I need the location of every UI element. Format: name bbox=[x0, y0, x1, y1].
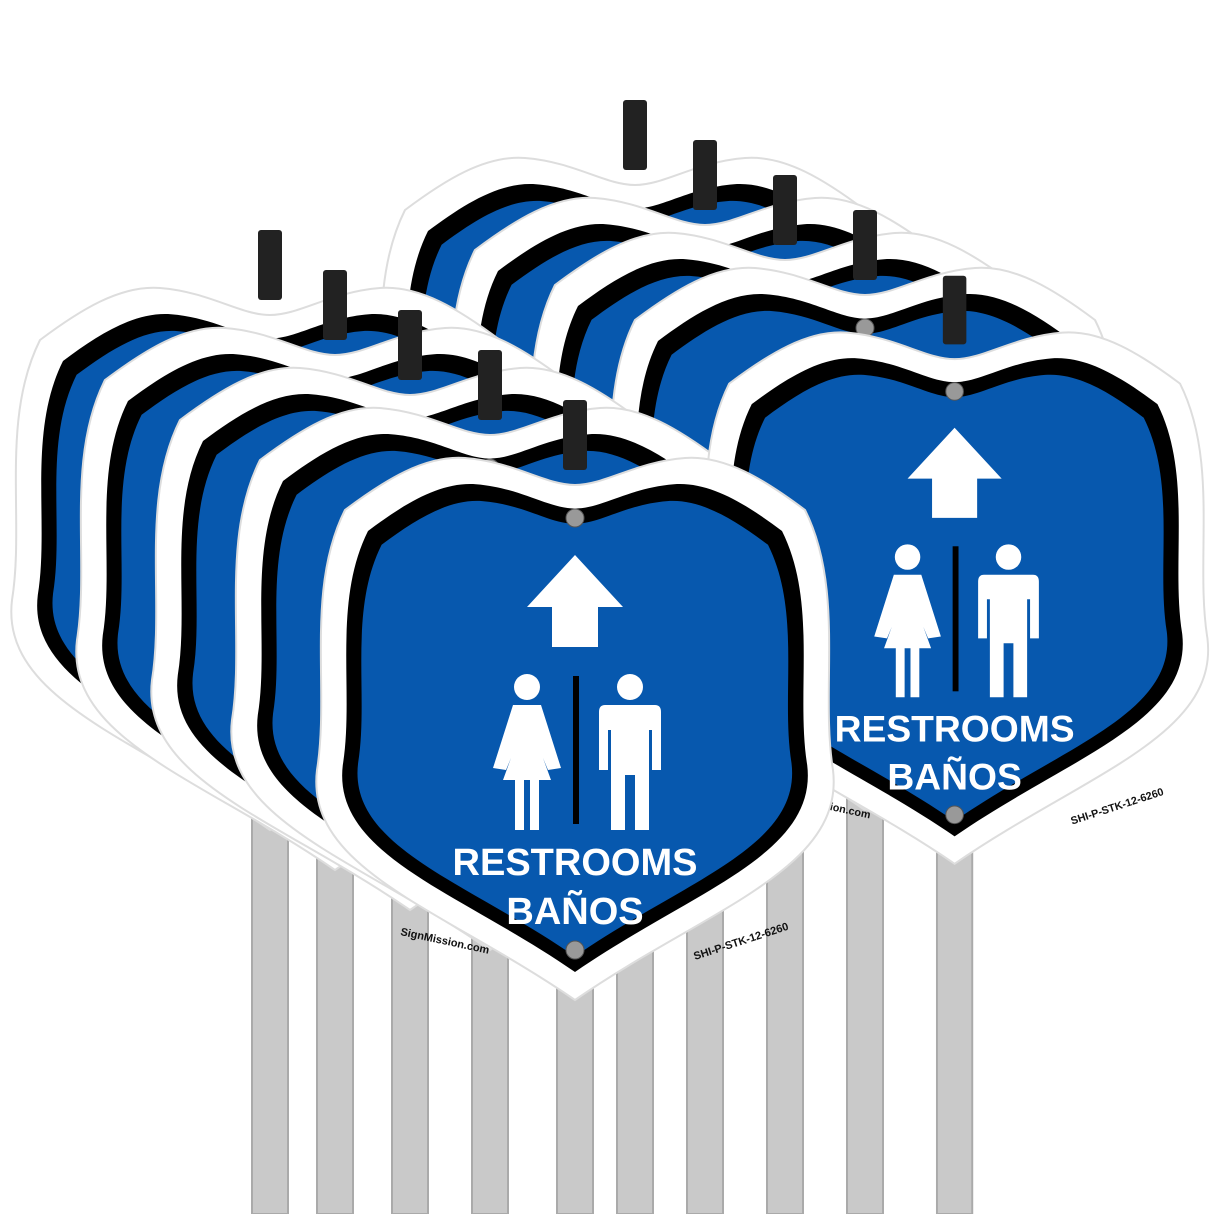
bracket bbox=[853, 210, 877, 280]
bracket bbox=[942, 275, 967, 345]
screw bbox=[565, 508, 585, 528]
bracket bbox=[478, 350, 502, 420]
sign-text-line2: BAÑOS bbox=[887, 755, 1021, 797]
bracket bbox=[563, 400, 587, 470]
sign-text-line1: RESTROOMS bbox=[453, 842, 698, 884]
bracket bbox=[323, 270, 347, 340]
bracket bbox=[773, 175, 797, 245]
woman-icon bbox=[874, 544, 941, 698]
screw bbox=[565, 940, 585, 960]
screw bbox=[945, 805, 964, 825]
bracket bbox=[623, 100, 647, 170]
man-icon bbox=[599, 674, 661, 830]
arrow-up-icon bbox=[527, 555, 623, 647]
sku-text: SHI-P-STK-12-6260 bbox=[1069, 786, 1165, 827]
screw bbox=[945, 382, 964, 401]
man-icon bbox=[978, 544, 1039, 698]
bracket bbox=[398, 310, 422, 380]
sign-text-line2: BAÑOS bbox=[506, 889, 643, 933]
sign-text-line1: RESTROOMS bbox=[835, 707, 1075, 749]
arrow-up-icon bbox=[907, 427, 1002, 518]
divider bbox=[573, 676, 579, 824]
divider bbox=[952, 546, 959, 692]
woman-icon bbox=[493, 674, 561, 830]
bracket bbox=[258, 230, 282, 300]
bracket bbox=[693, 140, 717, 210]
